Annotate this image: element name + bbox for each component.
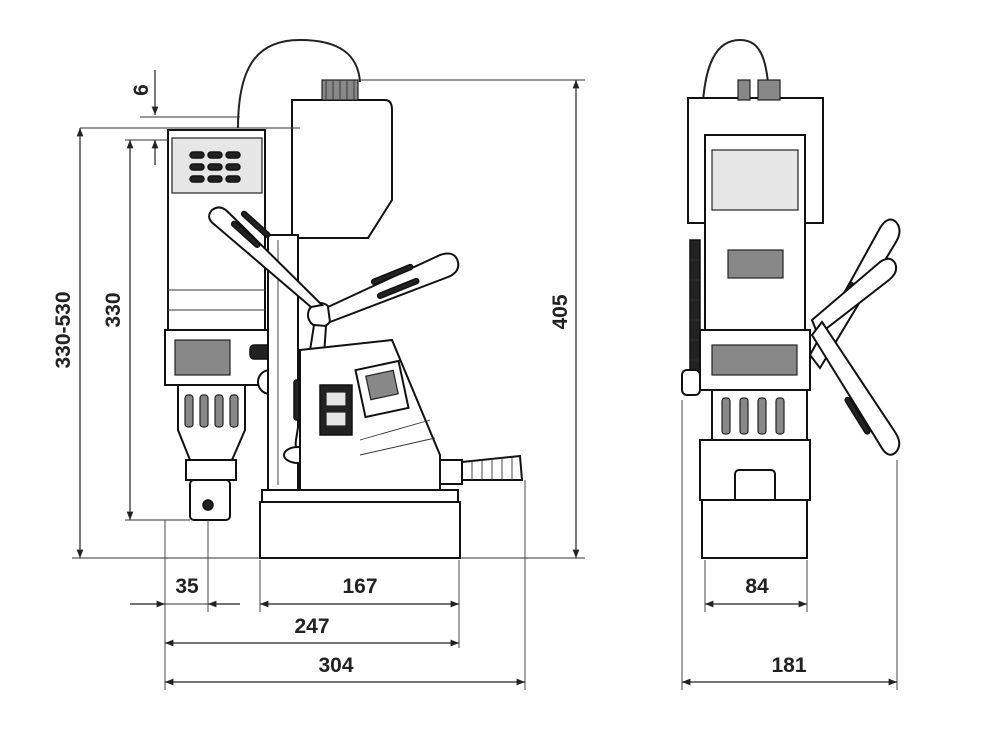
dim-label-330: 330	[102, 292, 125, 327]
dim-label-167: 167	[342, 575, 377, 598]
dim-label-84: 84	[745, 575, 769, 598]
dim-label-247: 247	[294, 615, 329, 638]
dim-label-304: 304	[318, 654, 353, 677]
dim-label-405: 405	[549, 294, 572, 329]
dim-label-6: 6	[130, 84, 153, 96]
dimension-lines	[72, 70, 898, 690]
dim-label-181: 181	[771, 654, 806, 677]
side-view-drill	[164, 38, 524, 559]
dim-label-35: 35	[175, 575, 199, 598]
front-view-drill	[681, 38, 901, 559]
dim-label-330-530: 330-530	[52, 291, 75, 368]
